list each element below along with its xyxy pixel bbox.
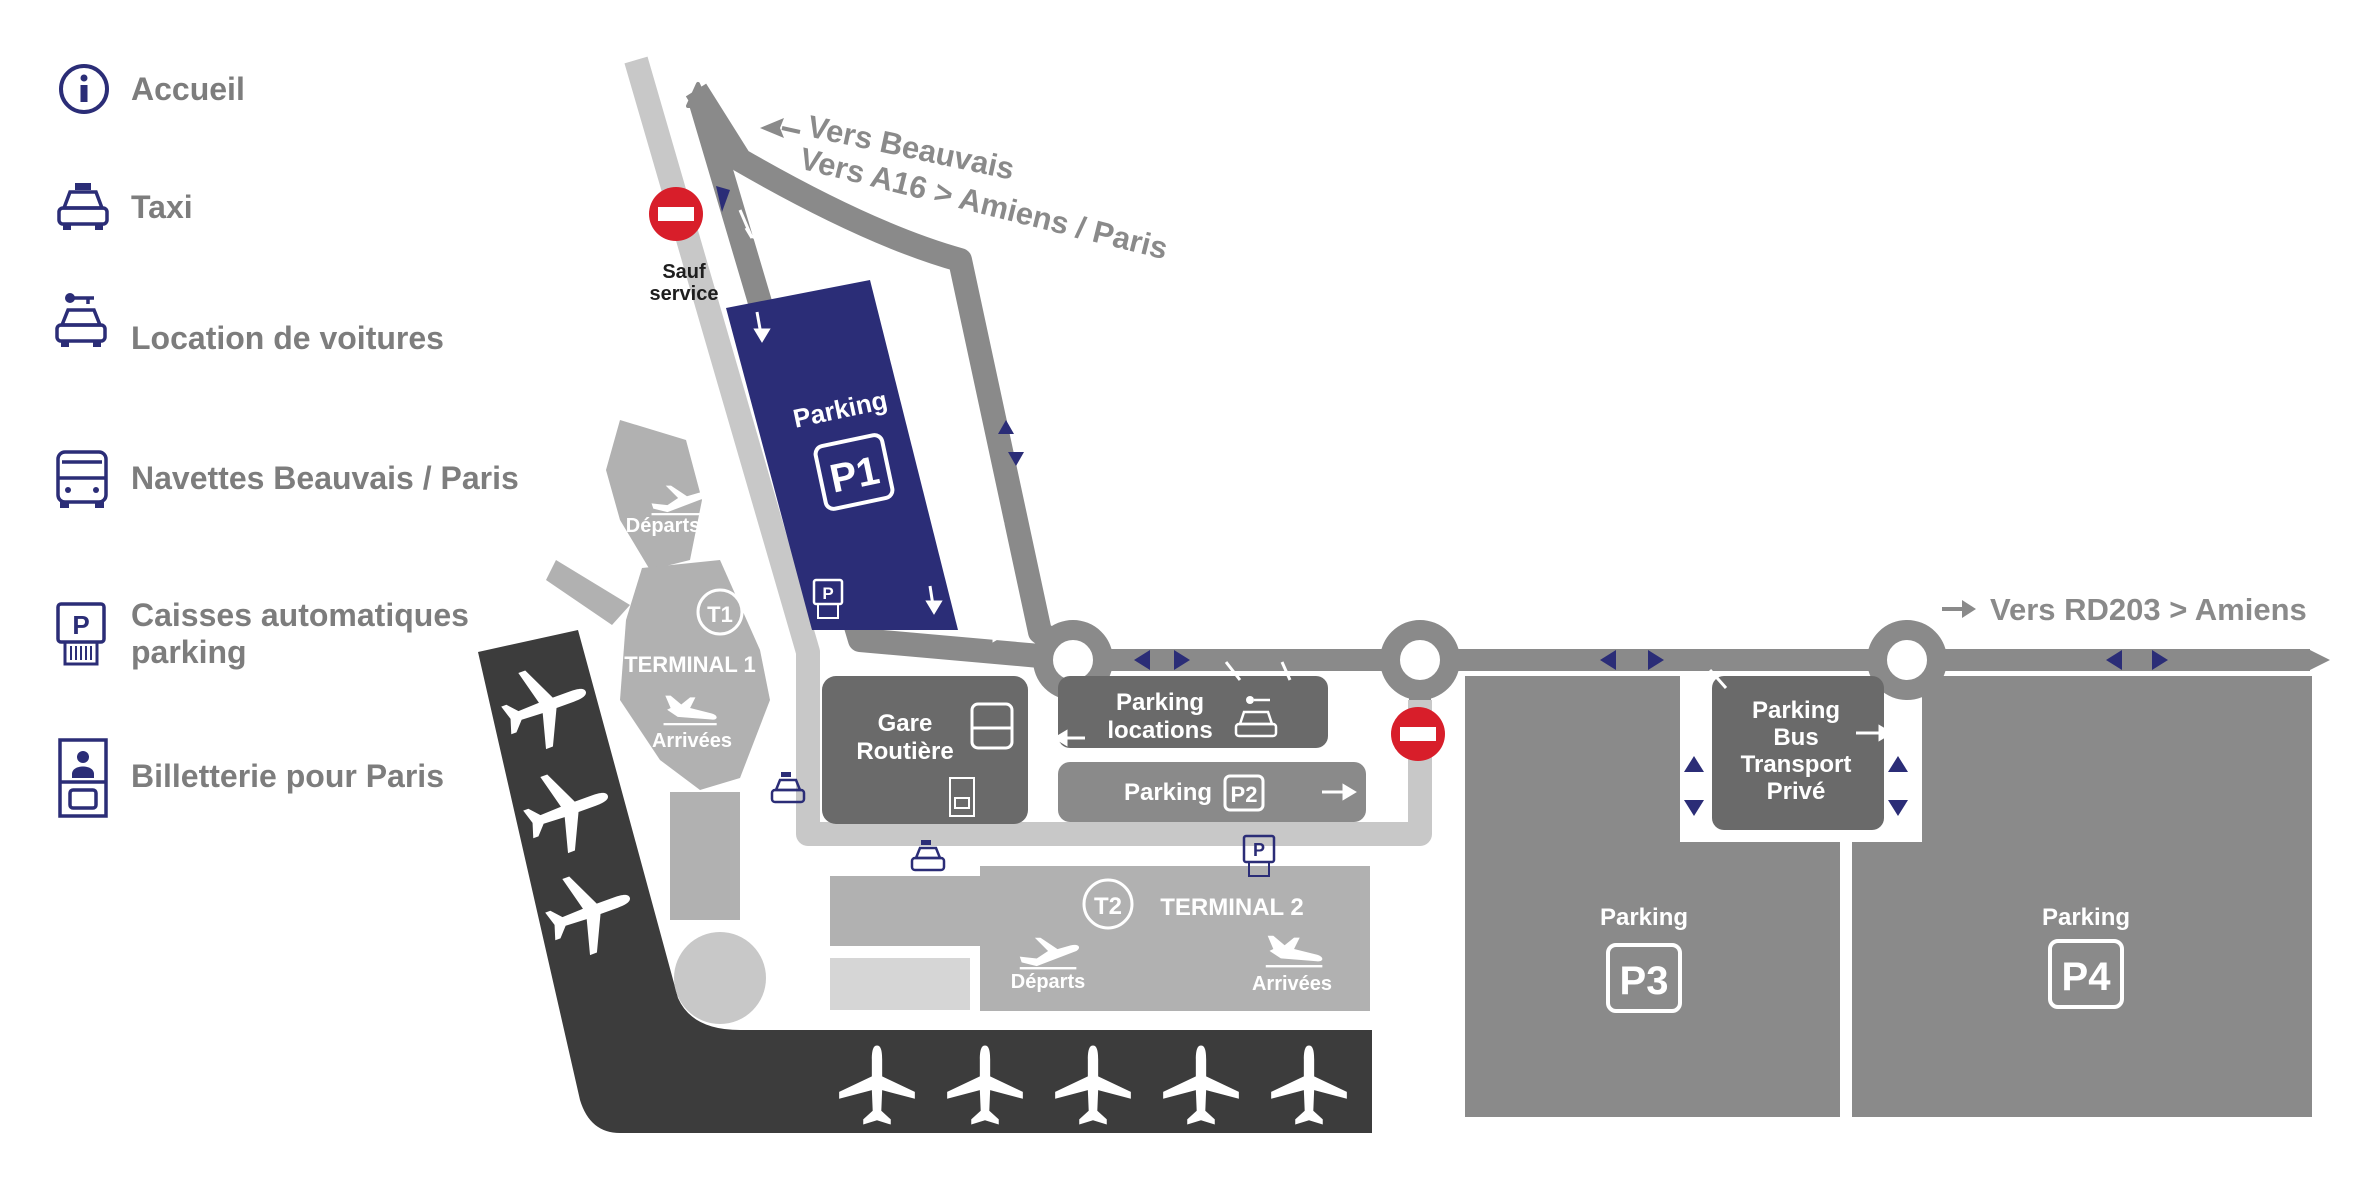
t2-name: TERMINAL 2	[1160, 894, 1304, 921]
bus-icon	[56, 450, 108, 508]
ticket-office-icon	[58, 738, 108, 818]
parking-pay-icon-p2: P	[1242, 834, 1276, 877]
gare-label-2: Routière	[856, 738, 953, 765]
bus-prive-label-1: Parking	[1752, 697, 1840, 724]
terminal-1: Départs T1 TERMINAL 1 Arrivées	[546, 420, 770, 1024]
svg-text:P3: P3	[1620, 959, 1669, 1003]
parking-p4: Parking P4	[1852, 676, 2312, 1117]
taxi-icon-t2	[910, 840, 946, 872]
t2-badge: T2	[1082, 878, 1134, 930]
t1-departures-label: Départs	[626, 515, 700, 537]
p4-label: Parking	[2042, 904, 2130, 931]
no-entry-sign-2	[1391, 707, 1445, 761]
svg-text:P: P	[72, 610, 89, 640]
svg-text:P: P	[1253, 840, 1265, 860]
p3-label: Parking	[1600, 904, 1688, 931]
car-rental-icon	[55, 293, 107, 347]
taxi-icon	[57, 183, 109, 230]
no-entry-sign	[649, 187, 703, 241]
no-entry-note-1: Sauf	[662, 261, 706, 283]
t2-departures-label: Départs	[1011, 971, 1085, 993]
depose-minute-icon	[953, 501, 1005, 532]
gare-label-1: Gare	[878, 710, 933, 737]
p1-pay-icon: P	[812, 578, 844, 619]
gare-routiere: Gare Routière	[822, 676, 1028, 824]
taxi-icon-t1	[770, 772, 806, 804]
direction-rd203: Vers RD203 > Amiens	[1942, 592, 2307, 627]
p2-label: Parking	[1124, 779, 1212, 806]
legend-label-caisses-2: parking	[131, 634, 247, 670]
gare-bus-icon	[970, 702, 1014, 750]
terminal-2: T2 TERMINAL 2 Départs Arrivées	[830, 866, 1370, 1011]
legend-label-accueil: Accueil	[131, 71, 245, 107]
svg-text:P1: P1	[826, 448, 883, 501]
gare-ticket-icon	[949, 777, 975, 817]
svg-text:P4: P4	[2062, 955, 2112, 999]
svg-text:P2: P2	[1231, 782, 1258, 807]
p2-badge: P2	[1223, 774, 1265, 812]
no-entry-note-2: service	[650, 283, 719, 305]
info-icon	[59, 64, 109, 114]
legend: Accueil Taxi Location de voitures Na	[55, 64, 519, 818]
svg-text:T1: T1	[707, 602, 733, 627]
vers-rd203-label: Vers RD203 > Amiens	[1990, 592, 2307, 627]
legend-label-navettes: Navettes Beauvais / Paris	[131, 460, 519, 496]
parking-p3: Parking P3	[1465, 676, 1840, 1117]
bus-prive-label-3: Transport	[1741, 751, 1852, 778]
legend-label-location: Location de voitures	[131, 320, 444, 356]
legend-label-billetterie: Billetterie pour Paris	[131, 758, 444, 794]
svg-text:P: P	[822, 584, 833, 603]
t1-badge: T1	[696, 588, 744, 636]
traffic-arrows	[738, 209, 1893, 801]
parking-p2: Parking P2	[1058, 762, 1366, 822]
legend-label-taxi: Taxi	[131, 189, 193, 225]
p3-badge: P3	[1606, 943, 1682, 1013]
legend-label-caisses: Caisses automatiques	[131, 597, 469, 633]
parking-bus-prive: Parking Bus Transport Privé	[1712, 676, 1884, 830]
two-way-markers	[716, 186, 2168, 816]
parking-p1: Parking P1 P	[726, 280, 958, 630]
t1-name: TERMINAL 1	[624, 652, 756, 677]
apron	[478, 630, 1372, 1133]
parking-pay-icon: P	[56, 602, 106, 666]
t1-arrivals-label: Arrivées	[652, 730, 732, 752]
locations-rental-icon	[1234, 696, 1278, 738]
roundabouts	[1033, 620, 1947, 700]
p1-badge: P1	[813, 433, 895, 511]
locations-label-1: Parking	[1116, 689, 1204, 716]
svg-text:T2: T2	[1094, 893, 1122, 920]
p4-badge: P4	[2048, 939, 2124, 1009]
locations-label-2: locations	[1107, 717, 1212, 744]
bus-prive-label-2: Bus	[1773, 724, 1818, 751]
bus-prive-label-4: Privé	[1767, 778, 1826, 805]
t2-arrivals-label: Arrivées	[1252, 973, 1332, 995]
parking-locations: Parking locations	[1058, 676, 1328, 748]
